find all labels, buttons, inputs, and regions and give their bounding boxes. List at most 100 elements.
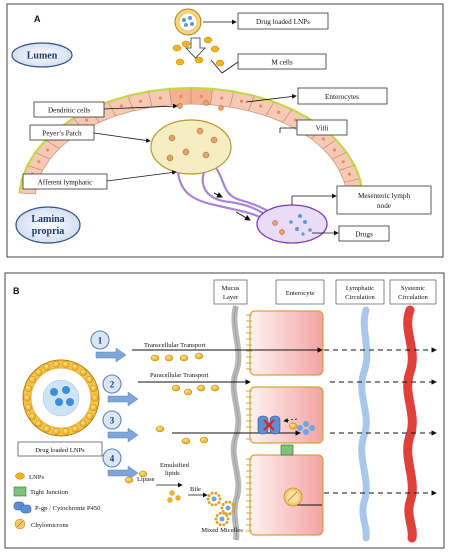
cell-nucleus (158, 96, 162, 100)
lnp-shell-dot (28, 412, 36, 420)
legend-lnp-swatch (15, 472, 25, 480)
bile-label: Bile (190, 486, 201, 493)
brush-border (127, 90, 149, 97)
afferent-lymphatic-label: Afferent lymphatic (38, 179, 93, 187)
lamina-propria-label-line2: propria (32, 226, 65, 237)
cell-nucleus (332, 148, 337, 152)
lnp-dot (150, 354, 160, 362)
lnp-shell-dot (35, 368, 43, 376)
drug-loaded-lnp-large (22, 359, 100, 437)
drug-loaded-lnps-b-box (17, 441, 103, 457)
lymph-flow-arrow-2 (235, 211, 251, 221)
legend-pgp: P-gp / Cytochrome P450 (13, 501, 101, 514)
lnp-shell-dot (71, 425, 79, 433)
dendritic-cells-in-villi (177, 100, 224, 111)
lamina-propria-region (15, 206, 81, 244)
lymphatic-header-line2: Circulation (345, 294, 375, 301)
drugs-label: Drugs (355, 231, 373, 239)
peyers-patch-box (29, 124, 95, 141)
systemic-header-line1: Systemic (401, 285, 425, 292)
peyers-patch-label: Peyer’s Patch (42, 130, 82, 138)
dendritic-cells-pointer (103, 103, 178, 110)
emulsified-label-line2: lipids (165, 470, 180, 477)
micelle (214, 511, 230, 527)
enterocyte-header: Enterocyte (286, 290, 315, 297)
m-cells-box (237, 53, 327, 70)
cell-nucleus (220, 96, 224, 100)
legend-pgp-label: P-gp / Cytochrome P450 (35, 505, 101, 512)
panel-b: B Mucus Layer Enterocyte Lymphatic Circu… (4, 272, 445, 549)
lnp-dot (155, 425, 165, 433)
peyers-patch-pointer (93, 132, 151, 143)
lnp-dot (183, 388, 193, 396)
m-cells-pointer (210, 59, 223, 74)
cell-nucleus (179, 94, 183, 99)
lnp-shell-dot (71, 363, 79, 371)
brush-border (353, 164, 361, 180)
lymph-node-label-line1: Mesenteric lymph (358, 192, 411, 200)
legend-chylomicrons: Chylomicrons (14, 518, 69, 530)
lnp-shell-dot (62, 428, 70, 436)
dashed-transport-lines (324, 347, 437, 496)
legend-tight-junction: Tight Junction (13, 486, 69, 497)
enterocytes-box (297, 87, 388, 105)
tight-junction-block (280, 444, 294, 456)
dendritic-cells-lymph-node (272, 220, 285, 235)
lymphatic-header-line1: Lymphatic (346, 285, 374, 292)
cell-nucleus (138, 99, 143, 103)
cell-nucleus (119, 104, 123, 108)
lnp-shell-dot (35, 420, 43, 428)
lymph-node-label-line2: node (377, 202, 391, 210)
lnp-shell-dot (52, 360, 60, 368)
brush-border (335, 139, 348, 154)
legend-tight-junction-label: Tight Junction (30, 489, 69, 496)
lnp-dot (164, 354, 174, 362)
cell-nucleus (347, 172, 352, 176)
lnp-shell-dot (23, 394, 31, 402)
paracellular-label: Paracellular Transport (150, 372, 209, 379)
mucus-layer-outline (233, 305, 239, 541)
systemic-vessel (403, 305, 417, 543)
micelle (220, 500, 236, 516)
lymph-flow-arrow-1 (213, 192, 223, 198)
lnp-dot (196, 384, 206, 392)
brush-border (107, 94, 129, 103)
brush-border (212, 87, 234, 93)
dendritic-cells-in-patch (166, 127, 218, 162)
cell-nucleus (321, 137, 326, 141)
step-arrow (95, 347, 127, 363)
legend-tight-junction-swatch (13, 486, 27, 497)
cell-nucleus (341, 160, 345, 164)
lipase-label: Lipase (137, 476, 155, 483)
legend-lnps-label: LNPs (29, 474, 44, 481)
lamina-propria-label-line1: Lamina (31, 214, 64, 225)
lnp-dots-lumen (172, 36, 225, 67)
lnp-dot (124, 476, 134, 484)
lnp-shell-dots (23, 360, 99, 436)
step-number: 1 (98, 336, 103, 346)
drug-loaded-lnps-label: Drug loaded LNPs (256, 18, 310, 26)
emulsified-label-line1: Emulsified (160, 462, 190, 469)
step-circle (102, 374, 122, 394)
step-circle (102, 448, 122, 468)
m-cells-label: M cells (271, 59, 293, 67)
lnp-dots-transport (124, 352, 298, 484)
cell-nucleus (37, 160, 41, 164)
enterocyte-cell-b (249, 386, 324, 444)
lnp-shell-dot (28, 376, 36, 384)
brush-border (18, 178, 24, 194)
brush-border (291, 108, 310, 120)
lnp-dot (199, 436, 209, 444)
lnp-dot (179, 354, 189, 362)
lumen-region (11, 42, 73, 68)
lnp-shell-dot (79, 420, 87, 428)
afferent-lymphatic-pointer (106, 170, 177, 182)
brush-border (34, 139, 47, 154)
panel-a: A Lumen Lamina propria Drug loaded LNPs (6, 3, 444, 258)
uptake-arrow (185, 37, 206, 59)
cell-nucleus (259, 104, 263, 108)
panel-a-letter: A (34, 14, 41, 24)
dendritic-cells-label: Dendritic cells (48, 107, 90, 115)
